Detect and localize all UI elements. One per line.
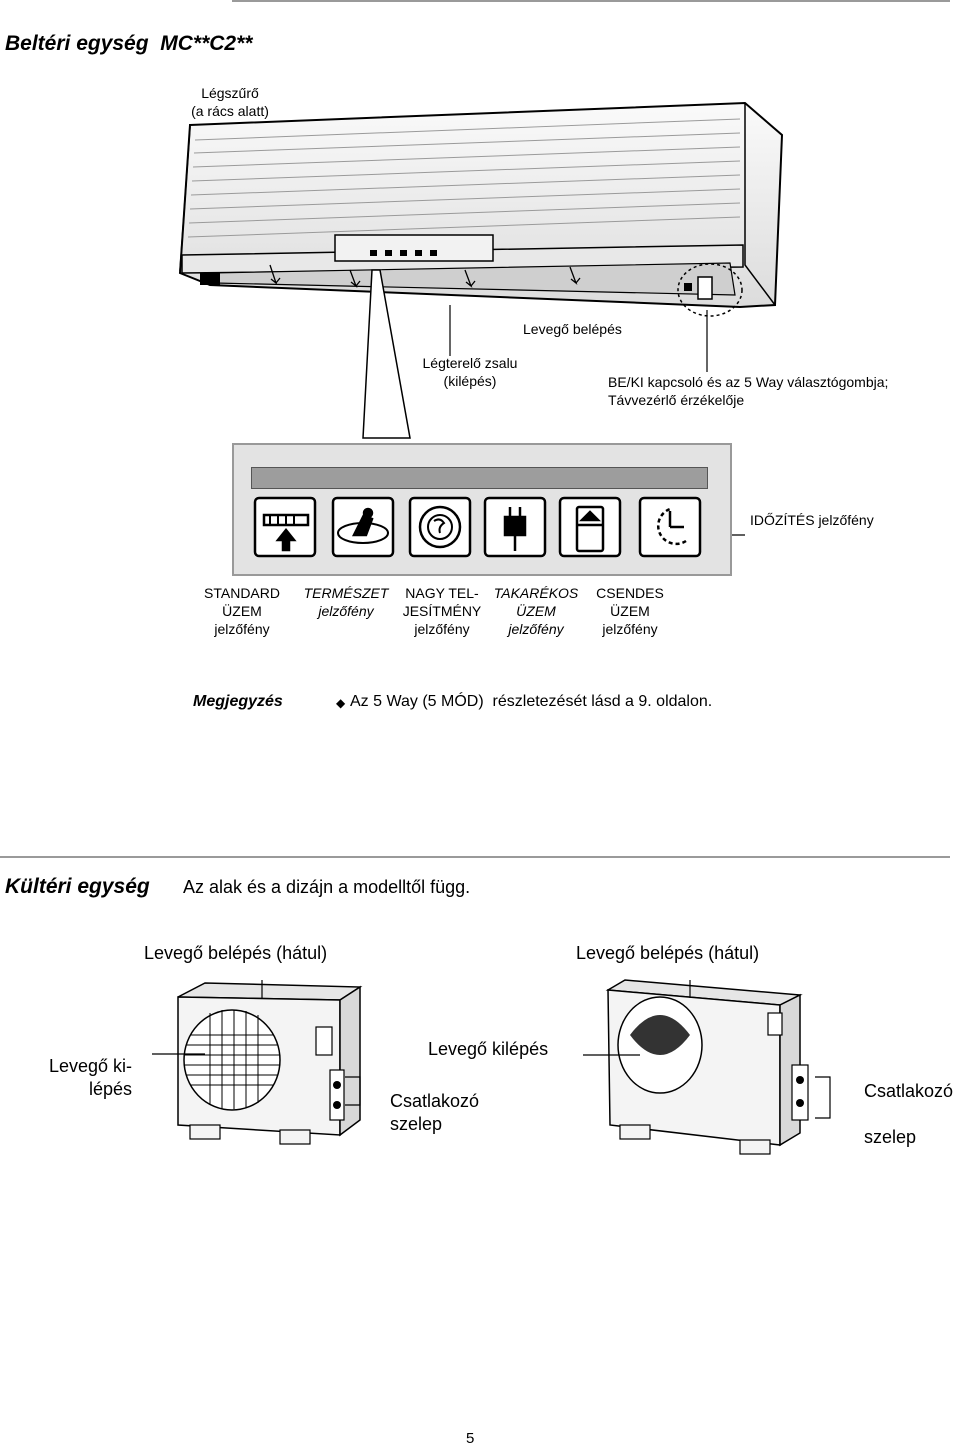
nature-mode-icon — [331, 496, 395, 558]
air-inlet-label: Levegő belépés — [523, 321, 622, 337]
economy-plug-icon — [483, 496, 547, 558]
switch-label: BE/KI kapcsoló és az 5 Way választógombj… — [608, 374, 889, 408]
standard-mode-icon — [253, 496, 317, 558]
right-air-inlet-label: Levegő belépés (hátul) — [576, 943, 760, 963]
top-rule — [232, 0, 950, 2]
indoor-unit-illustration — [178, 101, 784, 317]
outdoor-rule — [0, 856, 950, 858]
silent-mode-icon — [558, 496, 622, 558]
filter-label: Légszűrő(a rács alatt) — [191, 85, 269, 119]
left-air-inlet-label: Levegő belépés (hátul) — [144, 943, 328, 963]
outdoor-subtitle: Az alak és a dizájn a modelltől függ. — [183, 877, 471, 897]
outdoor-unit-left — [177, 982, 363, 1145]
outdoor-unit-right — [605, 979, 809, 1155]
right-air-outlet-label: Levegő kilépés — [428, 1039, 549, 1059]
high-power-icon — [408, 496, 472, 558]
left-air-outlet-label: Levegő ki-lépés — [48, 1056, 132, 1099]
right-valve-label-1: Csatlakozó — [864, 1081, 954, 1101]
right-valve-label-2: szelep — [864, 1127, 917, 1147]
timer-clock-icon — [638, 496, 702, 558]
note-title: Megjegyzés — [193, 693, 283, 710]
outdoor-callout-lines — [152, 980, 831, 1119]
note-text: Az 5 Way (5 MÓD) részletezését lásd a 9.… — [350, 693, 713, 710]
indicator-icons — [253, 496, 702, 558]
note-bullet-icon: ◆ — [336, 696, 346, 710]
louver-label: Légterelő zsalu(kilépés) — [422, 355, 518, 389]
page-number: 5 — [466, 1430, 475, 1447]
indoor-title: Beltéri egység MC**C2** — [5, 32, 253, 55]
timer-indicator-label: IDŐZÍTÉS jelzőfény — [750, 512, 874, 528]
outdoor-title: Kültéri egység — [5, 875, 150, 898]
panel-bar — [251, 467, 708, 489]
